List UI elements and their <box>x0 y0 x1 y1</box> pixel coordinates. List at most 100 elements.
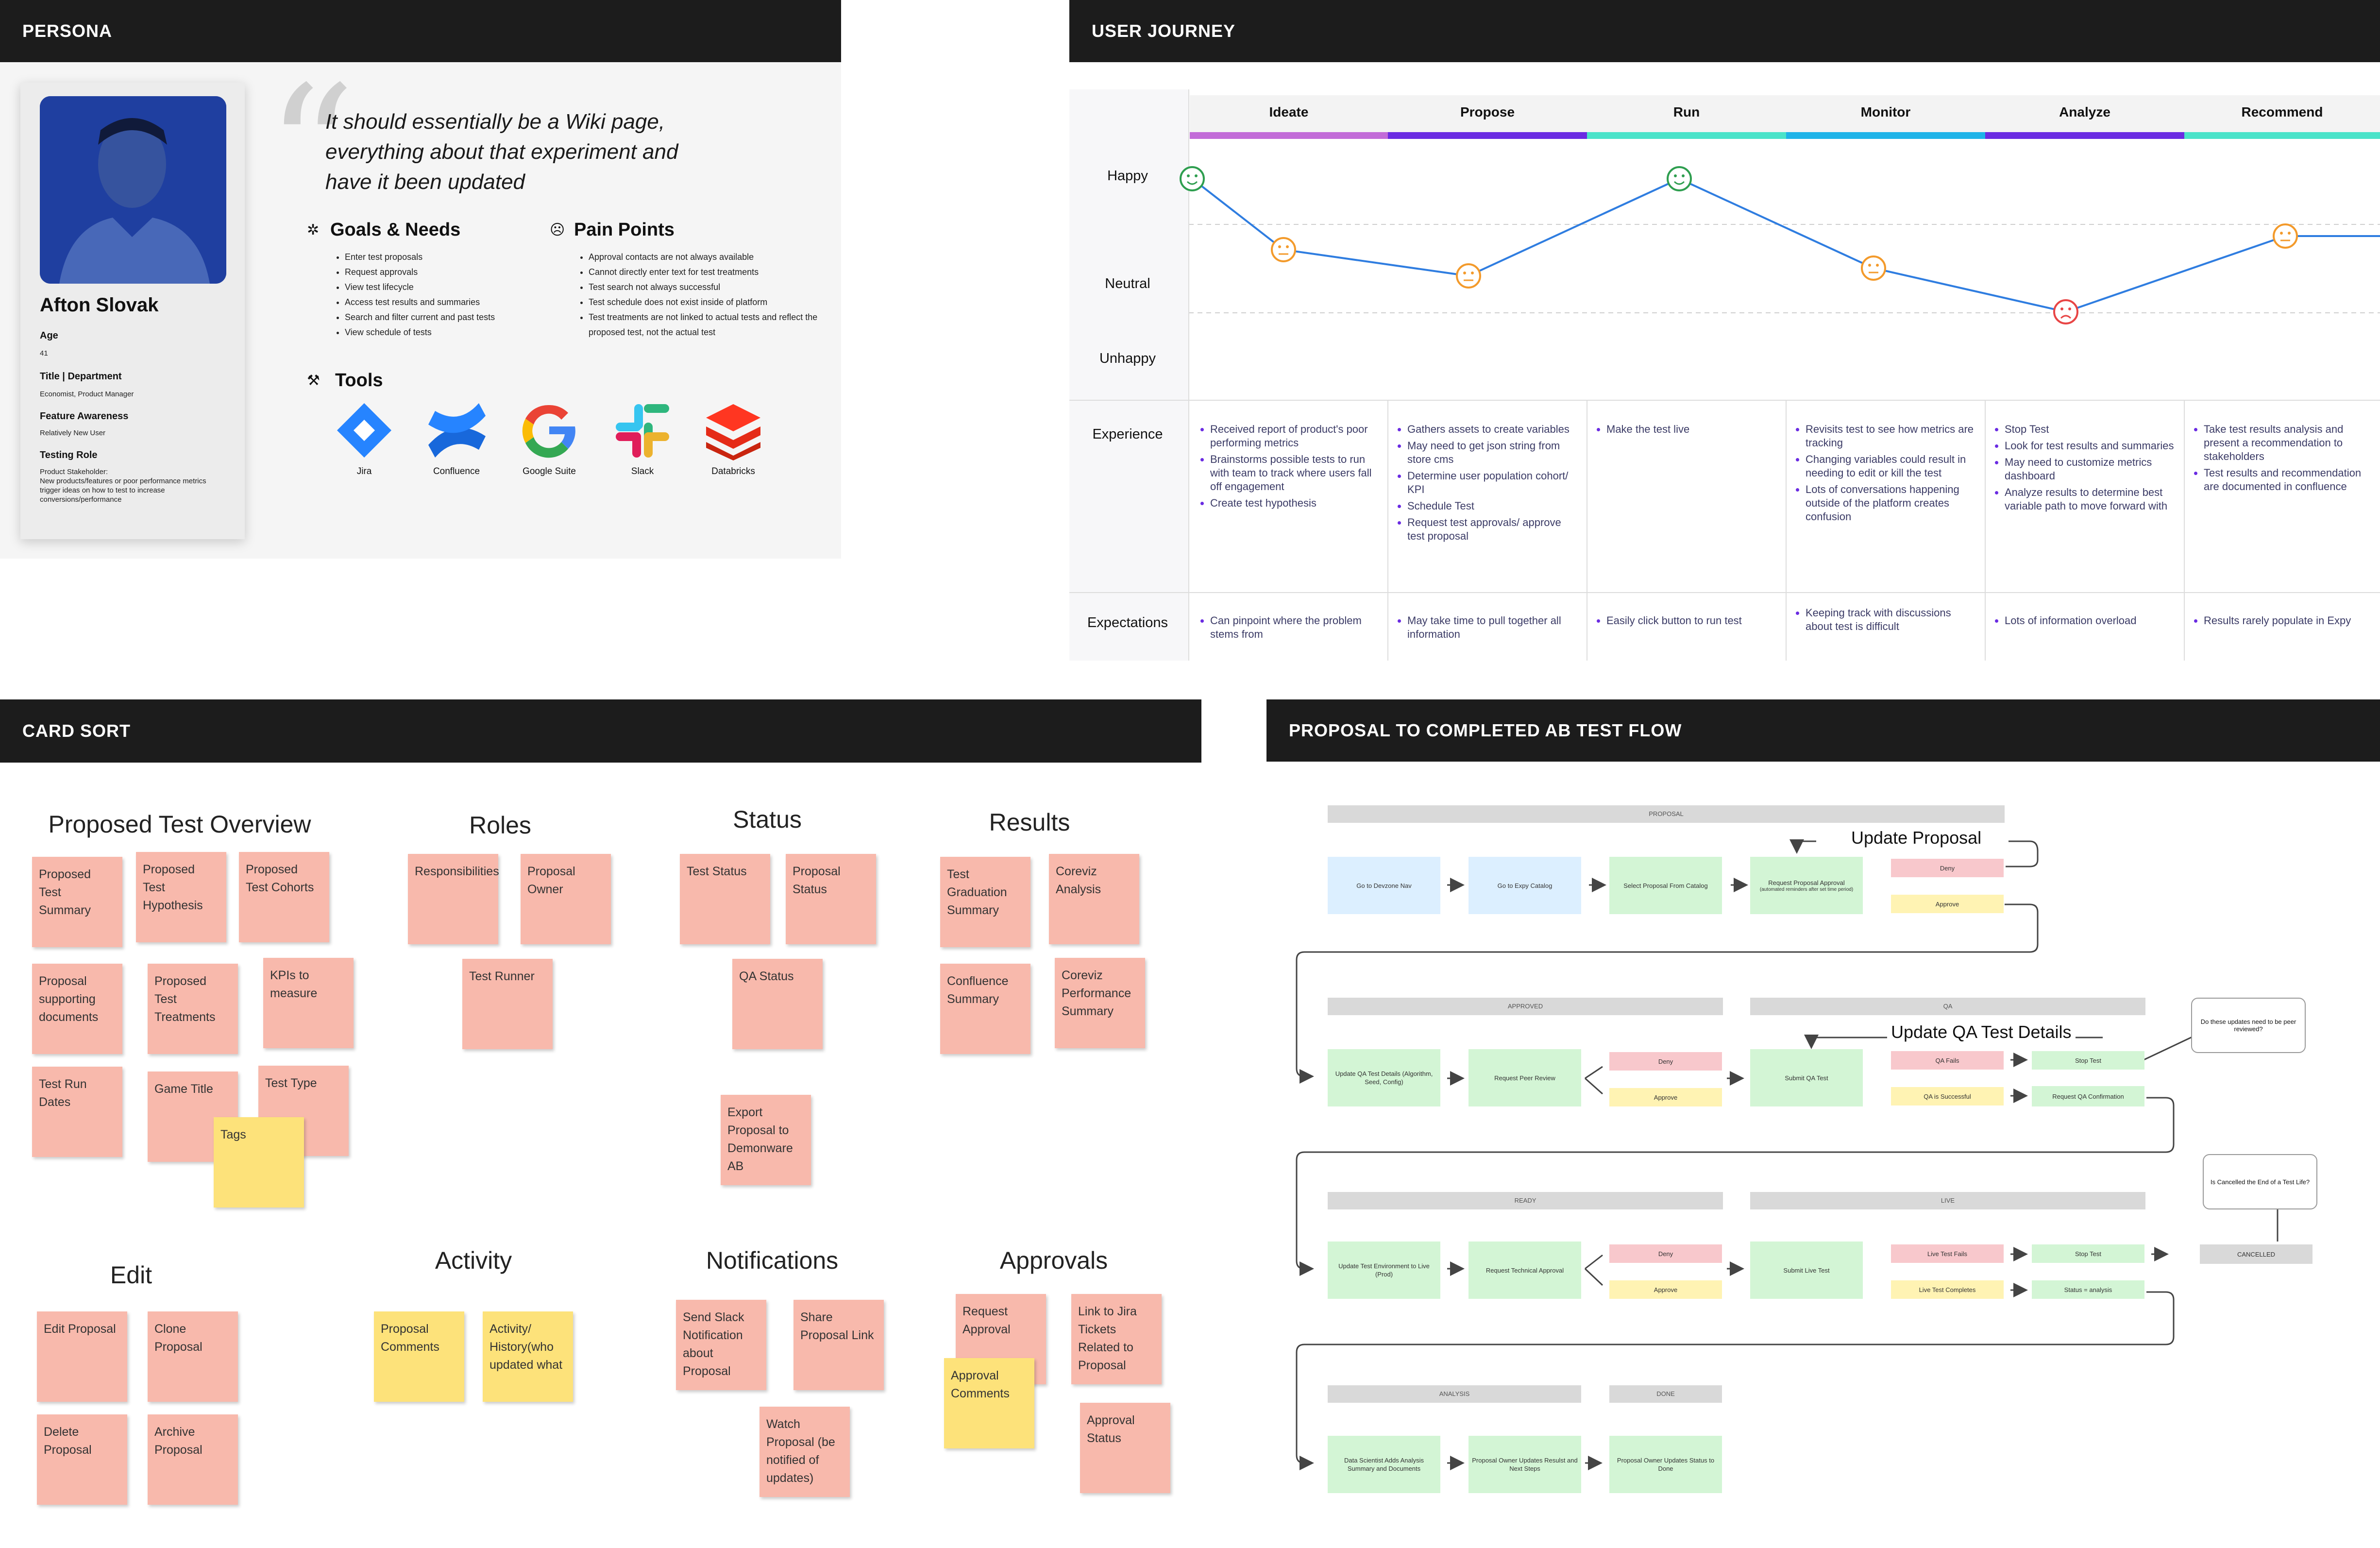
sticky-note[interactable]: Confluence Summary <box>940 964 1030 1054</box>
stage-label: Ideate <box>1269 104 1309 119</box>
expectation-item: Easily click button to run test <box>1606 614 1778 628</box>
sticky-note[interactable]: Link to Jira Tickets Related to Proposal <box>1071 1294 1162 1384</box>
role-label: Testing Role <box>40 450 98 460</box>
flow-step: Request Technical Approval <box>1469 1242 1581 1299</box>
goal-item: Search and filter current and past tests <box>345 310 558 325</box>
sticky-note[interactable]: Export Proposal to Demonware AB <box>721 1095 811 1185</box>
flow-step: Proposal Owner Updates Status to Done <box>1609 1436 1722 1493</box>
pain-item: Test schedule does not exist inside of p… <box>589 295 831 310</box>
expectation-item: Can pinpoint where the problem stems fro… <box>1210 614 1382 641</box>
sticky-note[interactable]: Proposed Test Cohorts <box>239 852 329 942</box>
wrench-icon: ⚒ <box>307 373 320 389</box>
flow-step: Live Test Completes <box>1891 1280 2004 1299</box>
goals-list: Enter test proposals Request approvals V… <box>332 250 558 340</box>
sticky-note[interactable]: Tags <box>214 1117 304 1208</box>
flow-step: Data Scientist Adds Analysis Summary and… <box>1328 1436 1440 1493</box>
sticky-note[interactable]: Proposal Status <box>786 854 876 944</box>
experience-propose: Gathers assets to create variables May n… <box>1395 423 1579 546</box>
expectation-item: Keeping track with discussions about tes… <box>1806 606 1977 633</box>
emotion-face-happy-icon <box>1180 166 1205 191</box>
sticky-note[interactable]: Responsibilities <box>408 854 499 944</box>
stage-label: Propose <box>1460 104 1515 119</box>
journey-header: USER JOURNEY <box>1069 0 2380 62</box>
emotion-curve <box>1180 166 2380 324</box>
sticky-note[interactable]: Proposed Test Treatments <box>148 964 238 1054</box>
sticky-note[interactable]: Test Graduation Summary <box>940 857 1030 947</box>
goal-item: Enter test proposals <box>345 250 558 265</box>
sticky-note[interactable]: Test Runner <box>462 959 553 1049</box>
expectation-item: Lots of information overload <box>2005 614 2177 628</box>
flow-header: PROPOSAL TO COMPLETED AB TEST FLOW <box>1266 699 2380 762</box>
experience-item: Make the test live <box>1606 423 1778 436</box>
sticky-note[interactable]: Delete Proposal <box>37 1414 127 1505</box>
experience-item: Gathers assets to create variables <box>1407 423 1579 436</box>
flow-step: Stop Test <box>2032 1051 2144 1070</box>
stage-bar <box>2184 132 2380 139</box>
sticky-note[interactable]: Clone Proposal <box>148 1311 238 1402</box>
sticky-note[interactable]: Coreviz Analysis <box>1049 854 1139 944</box>
persona-name: Afton Slovak <box>40 294 159 316</box>
emotion-face-happy-icon <box>1667 166 1692 191</box>
flow-step: Approve <box>1609 1088 1722 1106</box>
age-value: 41 <box>40 349 48 357</box>
goal-item: View test lifecycle <box>345 280 558 295</box>
goal-item: View schedule of tests <box>345 325 558 340</box>
experience-item: Determine user population cohort/ KPI <box>1407 469 1579 496</box>
experience-item: Revisits test to see how metrics are tra… <box>1806 423 1977 450</box>
title-label: Title | Department <box>40 371 122 382</box>
awareness-value: Relatively New User <box>40 429 106 437</box>
emotion-face-neutral-icon <box>1861 255 1886 281</box>
google-suite-icon <box>520 401 579 460</box>
category-roles: Roles <box>469 812 531 839</box>
avatar <box>40 96 226 284</box>
sticky-note[interactable]: Proposal Owner <box>521 854 611 944</box>
sticky-note[interactable]: Proposed Test Hypothesis <box>136 852 226 942</box>
expectation-analyze: Lots of information overload <box>1992 614 2177 630</box>
sticky-note[interactable]: Proposed Test Summary <box>32 857 122 947</box>
frown-icon: ☹ <box>550 222 565 238</box>
flow-step: CANCELLED <box>2200 1244 2312 1264</box>
experience-item: Take test results analysis and present a… <box>2204 423 2376 463</box>
sticky-note[interactable]: Test Run Dates <box>32 1067 122 1157</box>
slack-icon <box>613 401 672 460</box>
persona-header: PERSONA <box>0 0 841 62</box>
goal-item: Request approvals <box>345 265 558 280</box>
stage-bar <box>1985 132 2184 139</box>
experience-item: Create test hypothesis <box>1210 496 1382 510</box>
sticky-note[interactable]: Send Slack Notification about Proposal <box>676 1300 766 1390</box>
experience-item: Request test approvals/ approve test pro… <box>1407 516 1579 543</box>
update-qa-label: Update QA Test Details <box>1887 1022 2076 1042</box>
sticky-note[interactable]: Share Proposal Link <box>793 1300 884 1390</box>
pain-item: Test treatments are not linked to actual… <box>589 310 831 340</box>
stage-bar <box>1587 132 1786 139</box>
sticky-note[interactable]: Activity/ History(who updated what <box>483 1311 573 1402</box>
pain-item: Cannot directly enter text for test trea… <box>589 265 831 280</box>
flow-section-live: LIVE <box>1750 1192 2145 1209</box>
sticky-note[interactable]: Edit Proposal <box>37 1311 127 1402</box>
sticky-note[interactable]: QA Status <box>732 959 823 1049</box>
sticky-note[interactable]: Archive Proposal <box>148 1414 238 1505</box>
emotion-face-neutral-icon <box>2273 223 2298 249</box>
sticky-note[interactable]: Proposal supporting documents <box>32 964 122 1054</box>
sticky-note[interactable]: Watch Proposal (be notified of updates) <box>760 1407 850 1497</box>
experience-item: May need to get json string from store c… <box>1407 439 1579 466</box>
sticky-note[interactable]: Test Status <box>680 854 770 944</box>
experience-item: Changing variables could result in needi… <box>1806 453 1977 480</box>
flow-step: Submit Live Test <box>1750 1242 1863 1299</box>
sticky-note[interactable]: Proposal Comments <box>374 1311 464 1402</box>
pain-list: Approval contacts are not always availab… <box>576 250 831 340</box>
flow-callout: Is Cancelled the End of a Test Life? <box>2203 1154 2317 1209</box>
sticky-note[interactable]: KPIs to measure <box>263 958 354 1048</box>
flow-step: Go to Devzone Nav <box>1328 857 1440 914</box>
flow-step: Update Test Environment to Live (Prod) <box>1328 1242 1440 1299</box>
expectation-item: Results rarely populate in Expy <box>2204 614 2376 628</box>
sticky-note[interactable]: Coreviz Performance Summary <box>1055 958 1145 1048</box>
sticky-note[interactable]: Approval Comments <box>944 1358 1034 1448</box>
flow-step: Go to Expy Catalog <box>1469 857 1581 914</box>
flow-section-ready: READY <box>1328 1192 1723 1209</box>
category-status: Status <box>733 806 802 833</box>
flow-step: Request Proposal Approval (automated rem… <box>1750 857 1863 914</box>
expectation-propose: May take time to pull together all infor… <box>1395 614 1579 644</box>
sticky-note[interactable]: Approval Status <box>1080 1403 1170 1493</box>
flow-section-approved: APPROVED <box>1328 998 1723 1015</box>
